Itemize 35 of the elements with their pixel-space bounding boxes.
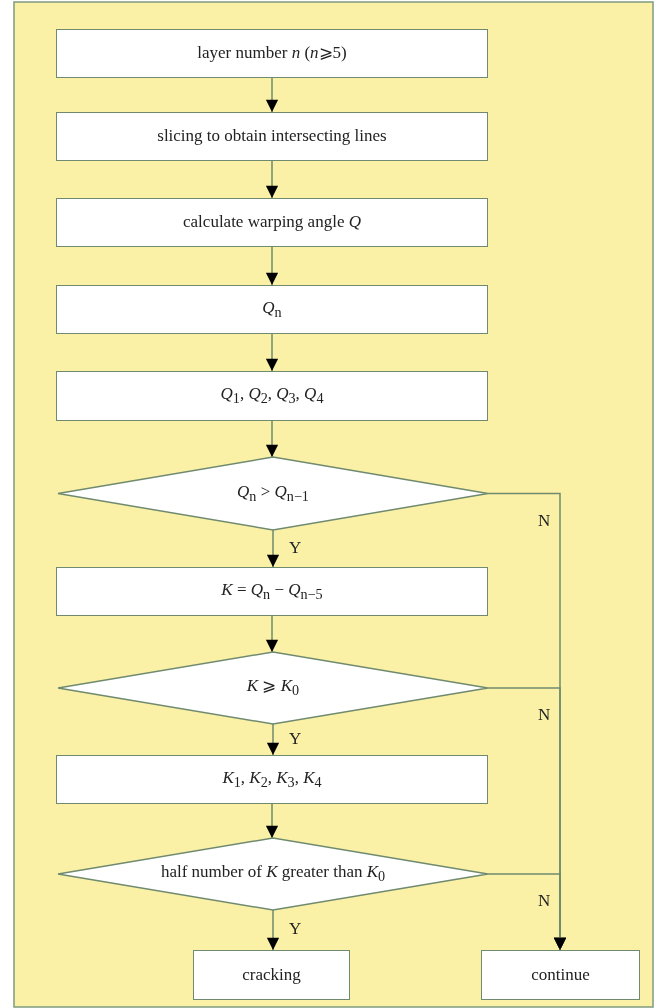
- node-text: Q$_{n}$ > Q$_{n−1}$: [237, 481, 309, 506]
- arrow: [265, 160, 279, 199]
- node-text: half number of K greater than K$_{0}$: [160, 862, 386, 886]
- node-text: calculate warping angle Q: [183, 212, 361, 233]
- arrow: [266, 529, 280, 568]
- process-box: [481, 950, 640, 1000]
- arrow: [266, 723, 280, 756]
- node-text: Q$_{n}$: [262, 297, 282, 322]
- node-text: K ⩾ K$_{0}$: [246, 676, 300, 700]
- process-box: [56, 371, 488, 421]
- process-box: [56, 285, 488, 334]
- arrow: [265, 420, 279, 458]
- process-box: [56, 112, 488, 161]
- process-box: [56, 567, 488, 616]
- process-box: [56, 198, 488, 247]
- arrow: [265, 333, 279, 372]
- process-box: [56, 29, 488, 78]
- node-text: K$_{1}$, K$_{2}$, K$_{3}$, K$_{4}$: [222, 767, 322, 792]
- arrow: [265, 246, 279, 286]
- process-box: [193, 950, 350, 1000]
- decision-diamond: [58, 652, 488, 724]
- node-text: slicing to obtain intersecting lines: [157, 126, 387, 147]
- arrow: [487, 873, 567, 951]
- node-text: K = Q$_{n}$ − Q$_{n−5}$: [221, 579, 323, 604]
- node-text: Q$_{1}$, Q$_{2}$, Q$_{3}$, Q$_{4}$: [220, 384, 324, 408]
- decision-diamond: [58, 457, 488, 530]
- decision-diamond: [58, 838, 488, 910]
- arrow: [265, 803, 279, 839]
- arrow: [265, 615, 279, 653]
- process-box: [56, 755, 488, 804]
- node-text: cracking: [242, 964, 301, 986]
- node-text: continue: [531, 964, 590, 986]
- arrow: [266, 909, 280, 951]
- node-text: layer number n (n⩾5): [197, 43, 347, 64]
- arrow: [265, 77, 279, 113]
